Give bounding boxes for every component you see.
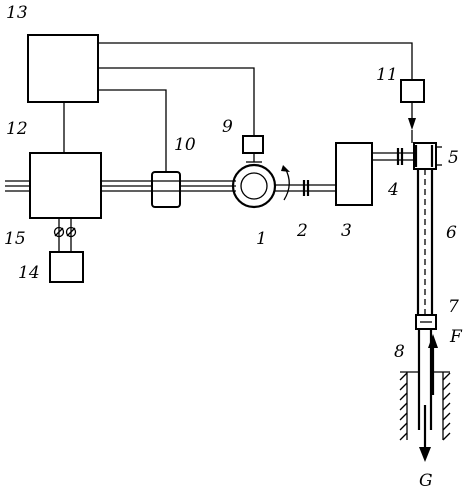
block-9 bbox=[242, 135, 264, 154]
label-5: 5 bbox=[448, 148, 459, 168]
rod-6 bbox=[416, 169, 434, 315]
connector-15 bbox=[53, 218, 77, 252]
motor-1-inner bbox=[240, 172, 268, 200]
ground-hatching bbox=[399, 371, 451, 441]
rotation-arrow bbox=[283, 167, 290, 201]
label-15: 15 bbox=[4, 229, 26, 249]
block-12 bbox=[29, 152, 102, 219]
motor-1-outer bbox=[231, 163, 277, 209]
block-10 bbox=[151, 171, 181, 208]
label-14: 14 bbox=[18, 263, 40, 283]
pulley-5 bbox=[413, 142, 442, 170]
block-14 bbox=[49, 251, 84, 283]
label-9: 9 bbox=[222, 117, 233, 137]
link-13-11 bbox=[98, 42, 413, 80]
label-f: F bbox=[449, 327, 463, 347]
gearbox-3 bbox=[335, 142, 373, 206]
link-13-9 bbox=[98, 67, 255, 136]
block-11 bbox=[400, 79, 425, 103]
label-12: 12 bbox=[6, 119, 28, 139]
label-2: 2 bbox=[296, 221, 308, 241]
label-13: 13 bbox=[6, 3, 28, 23]
label-10: 10 bbox=[174, 135, 196, 155]
link-13-10 bbox=[98, 89, 167, 172]
label-3: 3 bbox=[341, 221, 352, 241]
label-6: 6 bbox=[446, 223, 457, 243]
block-13 bbox=[27, 34, 99, 103]
force-f-arrow bbox=[428, 334, 438, 395]
shaft-4 bbox=[372, 148, 414, 165]
shaft-2 bbox=[275, 180, 338, 196]
label-4: 4 bbox=[387, 180, 399, 200]
label-7: 7 bbox=[448, 297, 459, 317]
label-11: 11 bbox=[376, 65, 398, 85]
force-g-arrow bbox=[419, 405, 431, 462]
label-8: 8 bbox=[394, 342, 405, 362]
label-g: G bbox=[419, 471, 433, 491]
label-1: 1 bbox=[256, 229, 267, 249]
